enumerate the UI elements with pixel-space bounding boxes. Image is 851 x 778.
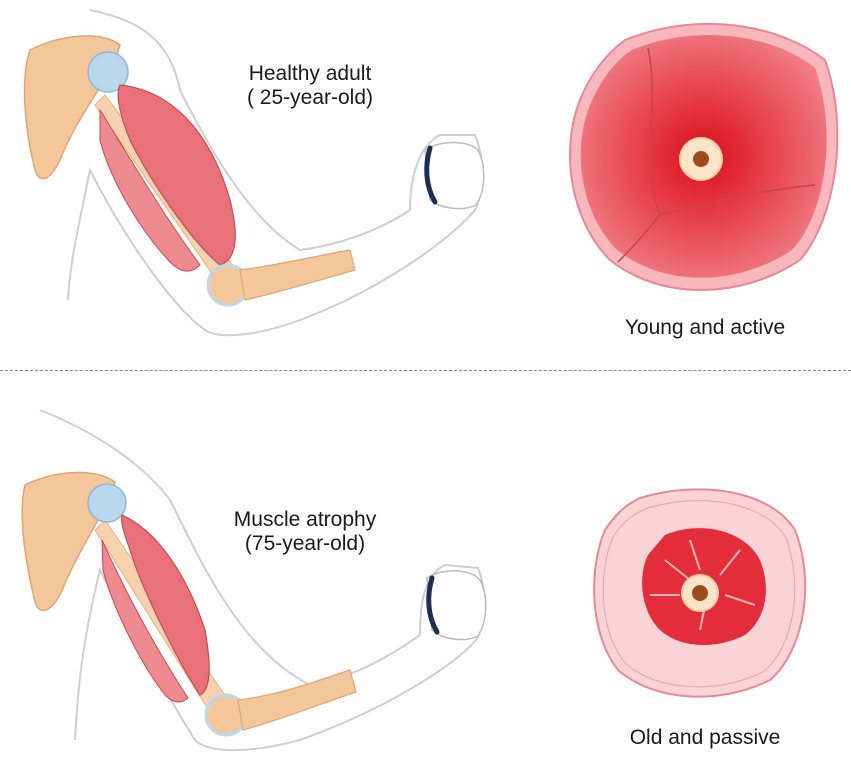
- label-line-2: ( 25-year-old): [220, 86, 400, 110]
- healthy-arm-illustration: [0, 0, 851, 370]
- young-muscle-cross-section: [570, 24, 837, 290]
- old-muscle-cross-section: [594, 489, 805, 696]
- label-line-1: Healthy adult: [220, 62, 400, 86]
- forearm-bones: [240, 250, 355, 300]
- healthy-adult-panel: Healthy adult ( 25-year-old) Young and a…: [0, 0, 851, 370]
- section-divider: [0, 370, 851, 371]
- muscle-atrophy-panel: Muscle atrophy (75-year-old) Old and pas…: [0, 380, 851, 778]
- healthy-adult-label: Healthy adult ( 25-year-old): [220, 62, 400, 110]
- atrophy-arm-illustration: [0, 380, 851, 778]
- forearm-bones: [238, 670, 356, 730]
- label-line-2: (75-year-old): [215, 532, 395, 556]
- muscle-atrophy-label: Muscle atrophy (75-year-old): [215, 508, 395, 556]
- old-passive-caption: Old and passive: [600, 726, 810, 750]
- label-line-1: Muscle atrophy: [215, 508, 395, 532]
- young-active-caption: Young and active: [600, 316, 810, 340]
- shoulder-joint: [88, 484, 126, 522]
